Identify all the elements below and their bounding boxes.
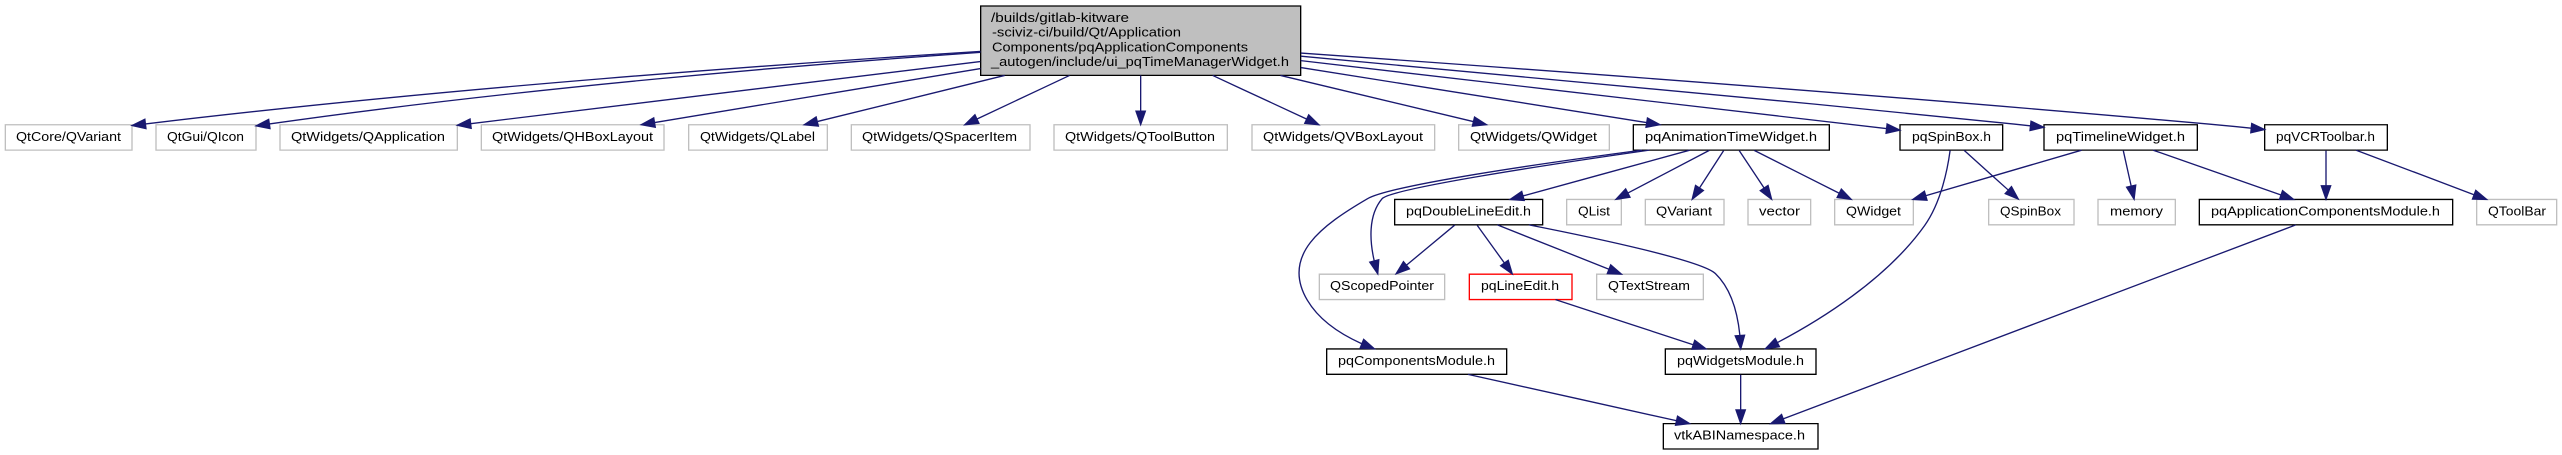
svg-text:pqTimelineWidget.h: pqTimelineWidget.h [2056,129,2185,144]
svg-text:QSpinBox: QSpinBox [2000,203,2061,218]
svg-text:/builds/gitlab-kitware: /builds/gitlab-kitware [991,10,1129,25]
svg-text:Components/pqApplicationCompon: Components/pqApplicationComponents [992,39,1248,54]
svg-text:pqSpinBox.h: pqSpinBox.h [1912,129,1991,144]
svg-text:QtWidgets/QHBoxLayout: QtWidgets/QHBoxLayout [492,129,653,144]
svg-text:QtWidgets/QLabel: QtWidgets/QLabel [700,129,815,144]
svg-text:pqAnimationTimeWidget.h: pqAnimationTimeWidget.h [1645,129,1817,144]
svg-text:QtGui/QIcon: QtGui/QIcon [167,129,244,144]
svg-text:pqLineEdit.h: pqLineEdit.h [1481,278,1559,293]
svg-text:memory: memory [2110,203,2163,218]
svg-text:QScopedPointer: QScopedPointer [1330,278,1435,293]
svg-text:QToolBar: QToolBar [2488,203,2547,218]
svg-text:QtWidgets/QWidget: QtWidgets/QWidget [1470,129,1597,144]
svg-text:QList: QList [1578,203,1610,218]
svg-text:_autogen/include/ui_pqTimeMana: _autogen/include/ui_pqTimeManagerWidget.… [990,54,1289,69]
svg-text:vtkABINamespace.h: vtkABINamespace.h [1674,428,1805,443]
svg-text:-sciviz-ci/build/Qt/Applicatio: -sciviz-ci/build/Qt/Application [992,25,1181,40]
svg-text:QtWidgets/QToolButton: QtWidgets/QToolButton [1065,129,1215,144]
svg-text:QtCore/QVariant: QtCore/QVariant [16,129,121,144]
svg-text:QtWidgets/QSpacerItem: QtWidgets/QSpacerItem [862,129,1017,144]
svg-text:vector: vector [1759,203,1801,218]
svg-text:QtWidgets/QApplication: QtWidgets/QApplication [291,129,445,144]
svg-text:pqDoubleLineEdit.h: pqDoubleLineEdit.h [1406,203,1531,218]
svg-text:pqApplicationComponentsModule.: pqApplicationComponentsModule.h [2211,203,2440,218]
svg-text:pqVCRToolbar.h: pqVCRToolbar.h [2276,129,2375,144]
svg-text:QWidget: QWidget [1846,203,1901,218]
svg-text:QVariant: QVariant [1656,203,1712,218]
svg-text:pqComponentsModule.h: pqComponentsModule.h [1338,353,1495,368]
svg-text:pqWidgetsModule.h: pqWidgetsModule.h [1677,353,1804,368]
svg-text:QtWidgets/QVBoxLayout: QtWidgets/QVBoxLayout [1263,129,1423,144]
svg-text:QTextStream: QTextStream [1608,278,1690,293]
